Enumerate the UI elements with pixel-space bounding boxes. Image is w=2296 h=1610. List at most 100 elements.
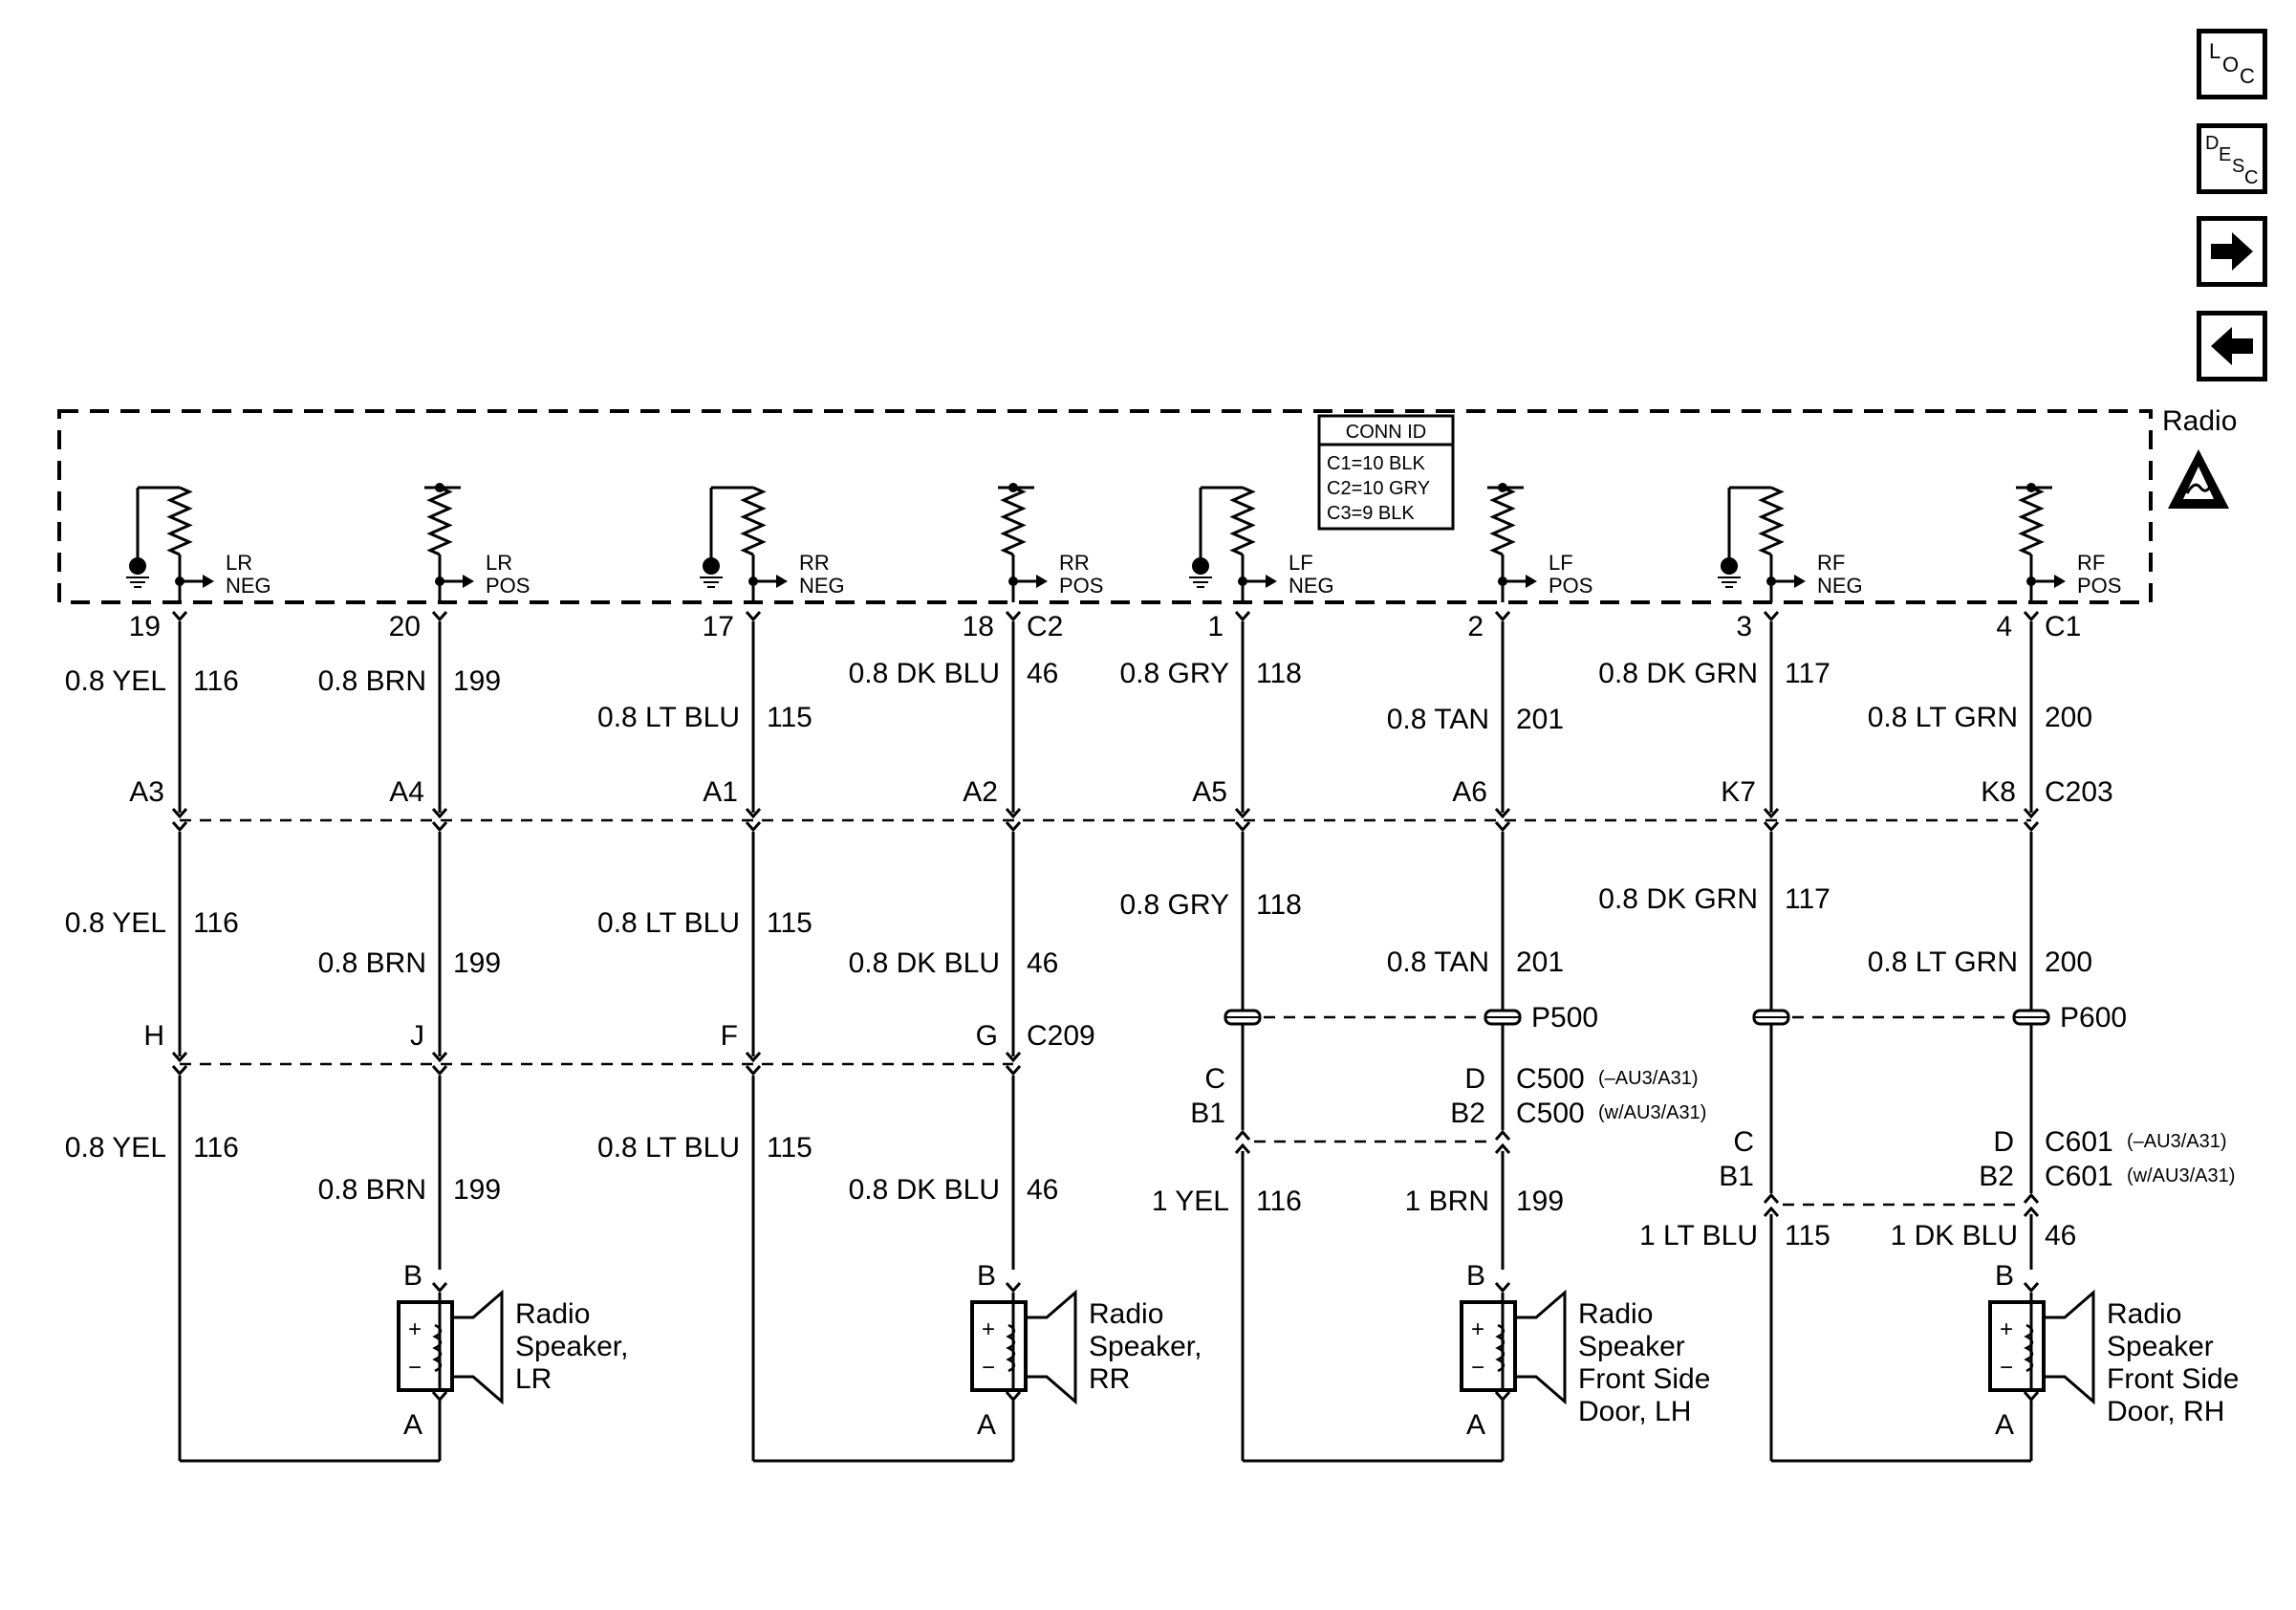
desc-button[interactable]: D E S C <box>2197 123 2267 194</box>
rf-pos-circuit-top: 200 <box>2045 702 2092 733</box>
lr-neg-wire-bot: 0.8 YEL <box>65 1132 166 1164</box>
loc-button[interactable]: L O C <box>2197 29 2267 99</box>
lf-speaker-label: Front Side <box>1578 1363 1710 1395</box>
desc-letter-e: E <box>2219 144 2231 165</box>
lf-neg-conn-pin: C <box>1204 1063 1225 1095</box>
rr-pos-circuit-bot: 46 <box>1027 1174 1058 1206</box>
rr-pos-label-top: RR <box>1059 551 1090 575</box>
rf-neg-conn-pin-b: B1 <box>1719 1161 1754 1192</box>
lf-pos-wire-top: 0.8 TAN <box>1387 704 1489 735</box>
loc-letter-c: C <box>2240 64 2255 88</box>
rr-neg-label-bot: NEG <box>799 574 845 598</box>
lf-pos-c203-chevron-b <box>1494 821 1511 833</box>
c209-connector-name: C209 <box>1027 1020 1095 1052</box>
lf-speaker-chevron-a <box>1494 1391 1511 1403</box>
lf-neg-label-top: LF <box>1289 551 1313 575</box>
lr-pos-wire-bot: 0.8 BRN <box>318 1174 426 1206</box>
rf-pos-conn-pin: D <box>1993 1126 2014 1158</box>
rr-neg-circuit-bot: 115 <box>767 1132 812 1164</box>
lf-pos-c203-pin: A6 <box>1452 776 1487 808</box>
lr-pos-c209-chevron-a <box>431 1052 448 1063</box>
rf-pos-circuit-mid: 200 <box>2045 946 2092 978</box>
lr-neg-ground-dot <box>129 557 146 575</box>
rr-pos-pin-chevron <box>1005 611 1022 622</box>
rf-conn-name-1: C601 <box>2045 1126 2113 1158</box>
rr-neg-c209-pin: F <box>721 1020 738 1052</box>
rf-speaker-cone <box>2042 1289 2095 1405</box>
rr-pos-resistor <box>1000 486 1027 556</box>
lr-neg-c203-chevron-a <box>171 808 188 819</box>
rr-pos-wire-top: 0.8 DK BLU <box>849 658 1000 689</box>
lr-neg-label-top: LR <box>226 551 252 575</box>
rf-conn-name-2: C601 <box>2045 1161 2113 1192</box>
rr-speaker-pin-a: A <box>977 1409 996 1441</box>
lf-neg-c203-chevron-a <box>1234 808 1251 819</box>
conn-id-line: C1=10 BLK <box>1327 453 1426 474</box>
lr-neg-resistor <box>166 486 193 556</box>
rr-pos-c209-chevron-a <box>1005 1052 1022 1063</box>
lf-pos-circuit-mid: 201 <box>1516 946 1564 978</box>
desc-letter-s: S <box>2232 156 2244 177</box>
lr-speaker-chevron-a <box>431 1391 448 1403</box>
rf-pos-conn-pin-b: B2 <box>1979 1161 2014 1192</box>
lr-pos-c203-pin: A4 <box>389 776 424 808</box>
prev-button[interactable] <box>2197 311 2267 381</box>
lr-pos-resistor <box>426 486 453 556</box>
lr-neg-pin: 19 <box>129 611 161 642</box>
loc-letter-l: L <box>2209 39 2220 63</box>
lf-pos-resistor <box>1489 486 1516 556</box>
lf-pos-wire-mid: 0.8 TAN <box>1387 946 1489 978</box>
lf-neg-circuit-bot: 116 <box>1256 1186 1302 1217</box>
rf-neg-c203-chevron-a <box>1763 808 1780 819</box>
rf-pos-arrow-head <box>2054 575 2066 588</box>
lr-neg-circuit-top: 116 <box>193 665 239 697</box>
lr-pos-pin: 20 <box>389 611 421 642</box>
lf-neg-wire-bot: 1 YEL <box>1152 1186 1229 1217</box>
rr-speaker-label: Radio <box>1089 1298 1163 1330</box>
rr-neg-c203-chevron-b <box>745 821 762 833</box>
rr-speaker: +− <box>970 1289 1077 1405</box>
rf-pos-wire-mid: 0.8 LT GRN <box>1868 946 2018 978</box>
rr-speaker-pin-b: B <box>977 1260 996 1292</box>
lf-neg-arrow-head <box>1266 575 1277 588</box>
rr-pos-c203-chevron-a <box>1005 808 1022 819</box>
lr-neg-c209-chevron-a <box>171 1052 188 1063</box>
next-button[interactable] <box>2197 216 2267 287</box>
rr-neg-circuit-top: 115 <box>767 702 812 733</box>
rr-neg-arrow-head <box>776 575 788 588</box>
lf-neg-c203-chevron-b <box>1234 821 1251 833</box>
rf-speaker-chevron-b <box>2023 1282 2040 1294</box>
arrow-left-icon <box>2211 327 2253 365</box>
rf-pos-circuit-bot: 46 <box>2045 1220 2076 1251</box>
conn-id-title: CONN ID <box>1346 422 1426 443</box>
rf-neg-wire-top: 0.8 DK GRN <box>1598 658 1758 689</box>
lr-neg-c209-chevron-b <box>171 1065 188 1077</box>
rf-speaker-label: Radio <box>2107 1298 2181 1330</box>
rr-speaker-box <box>970 1300 1028 1392</box>
rr-neg-wire-mid: 0.8 LT BLU <box>597 907 740 939</box>
lr-speaker-label: Speaker, <box>515 1331 628 1362</box>
rf-speaker-minus: − <box>2000 1355 2013 1381</box>
lf-neg-resistor <box>1229 486 1256 556</box>
rr-speaker-chevron-a <box>1005 1391 1022 1403</box>
rf-pos-resistor <box>2018 486 2045 556</box>
lf-conn-note-2: (w/AU3/A31) <box>1598 1102 1706 1123</box>
rf-speaker-box <box>1988 1300 2046 1392</box>
rr-neg-pin: 17 <box>703 611 734 642</box>
lf-pos-conn-pin-b: B2 <box>1450 1098 1485 1129</box>
lf-pos-pin-chevron <box>1494 611 1511 622</box>
lf-neg-wire-top: 0.8 GRY <box>1119 658 1229 689</box>
rf-pos-wire-bot: 1 DK BLU <box>1891 1220 2018 1251</box>
rr-speaker-cone <box>1024 1289 1077 1405</box>
rf-neg-circuit-bot: 115 <box>1785 1220 1830 1251</box>
rf-speaker: +− <box>1988 1289 2095 1405</box>
arrow-right-icon <box>2211 232 2253 271</box>
rf-neg-ground-dot <box>1721 557 1738 575</box>
lf-neg-circuit-mid: 118 <box>1256 889 1302 921</box>
lf-conn-name-2: C500 <box>1516 1098 1585 1129</box>
lf-pos-wire-bot: 1 BRN <box>1405 1186 1489 1217</box>
rf-neg-wire-mid: 0.8 DK GRN <box>1598 883 1758 915</box>
rr-pos-c209-pin: G <box>976 1020 998 1052</box>
rr-pos-label-bot: POS <box>1059 574 1103 598</box>
